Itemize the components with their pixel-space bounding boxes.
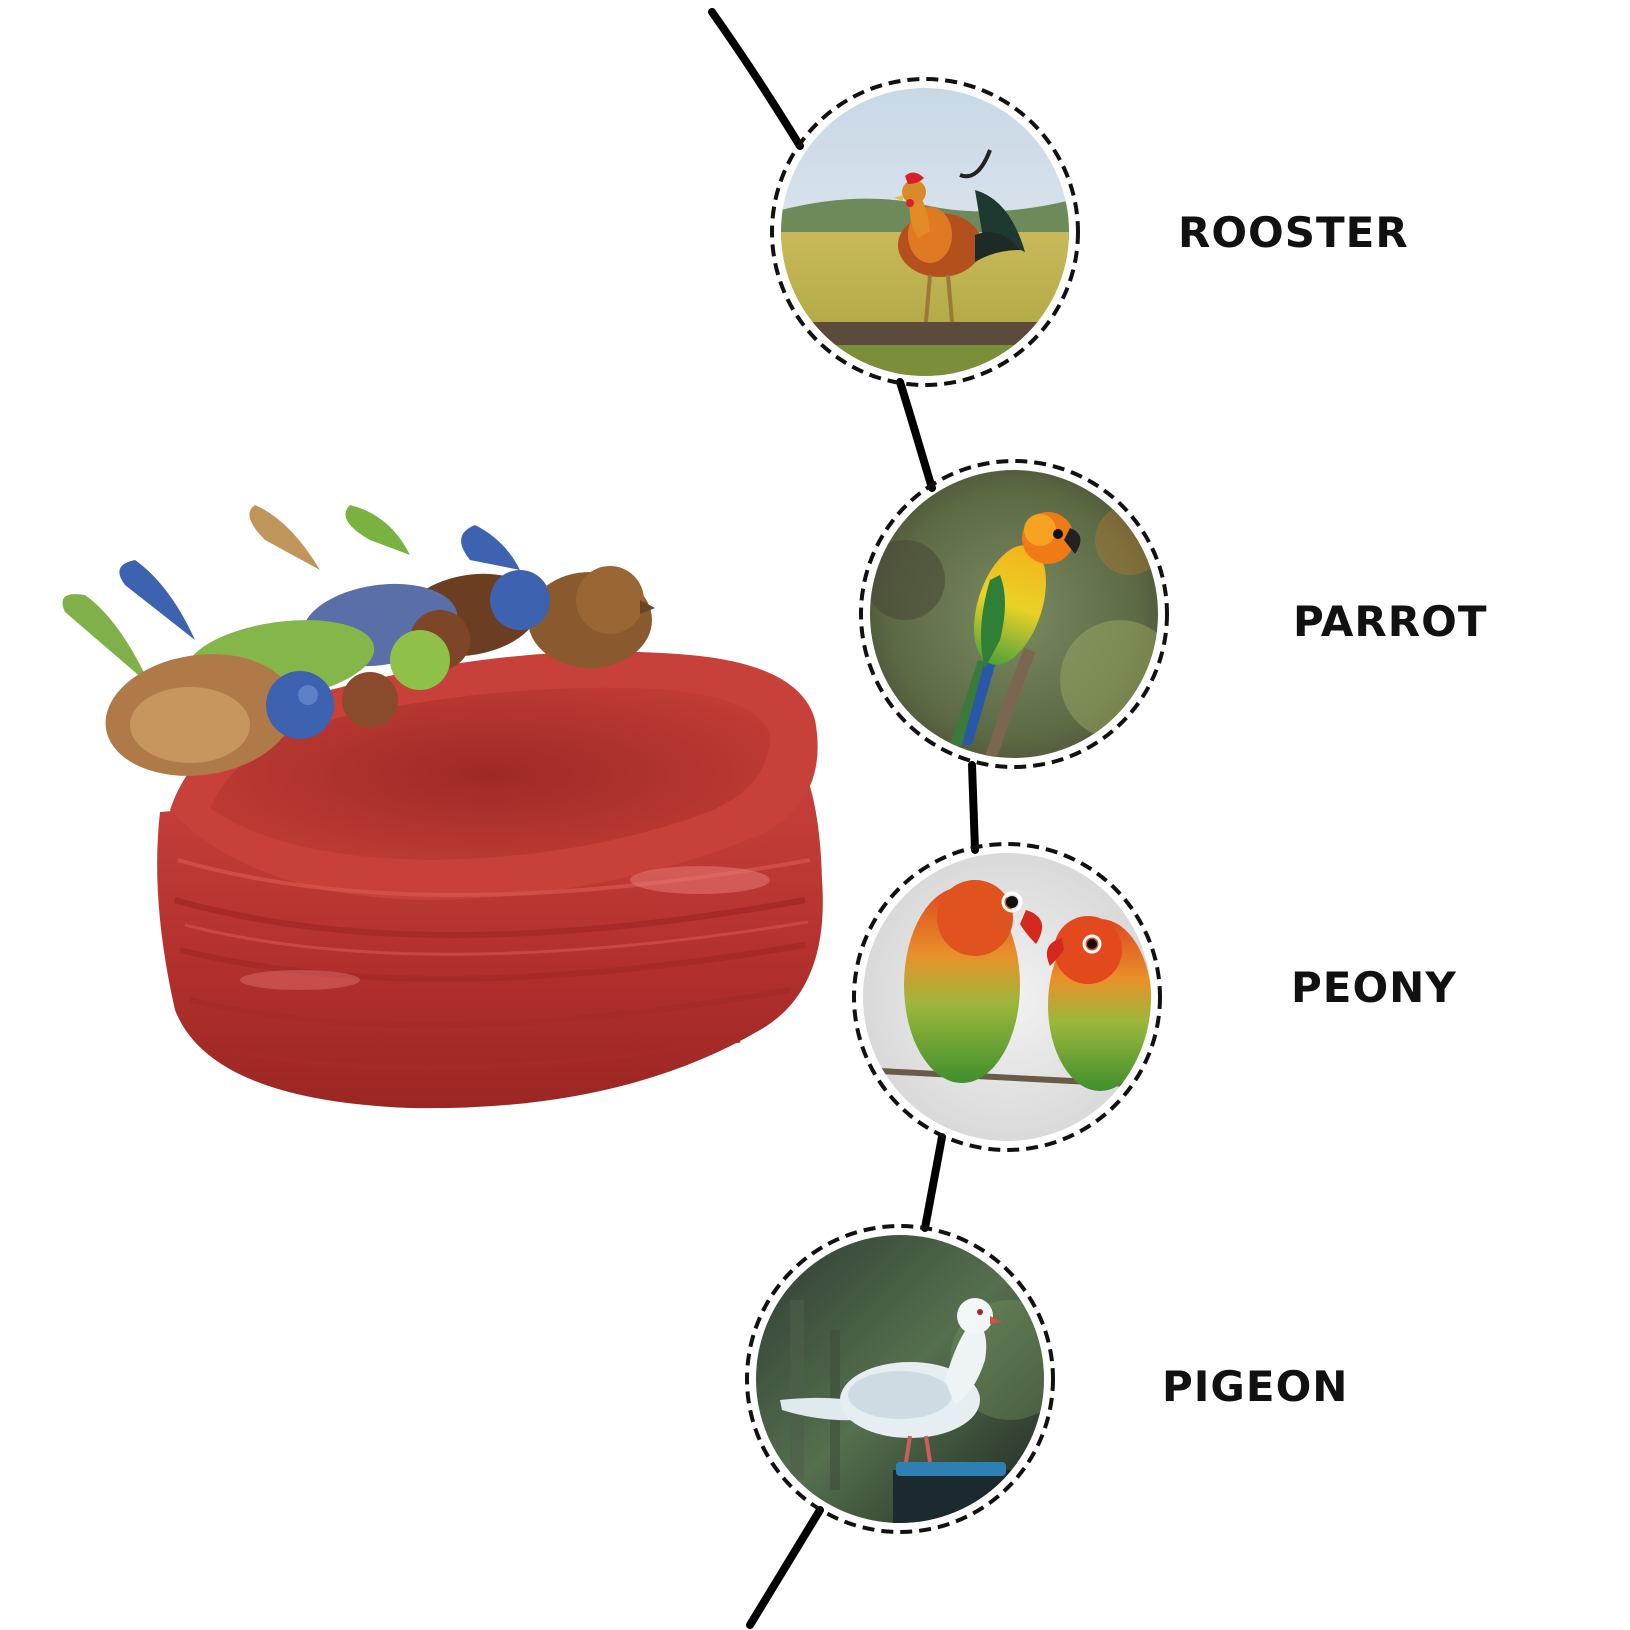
pigeon-photo [756,1235,1044,1523]
ceramic-bird [62,594,334,776]
label-pigeon: PIGEON [1162,1362,1349,1411]
lovebird-photo [863,853,1151,1141]
ceramic-bird-dish [62,505,823,1109]
rooster-photo [781,88,1069,376]
ceramic-bird [461,525,655,668]
ceramic-bird [119,560,450,728]
label-rooster: ROOSTER [1178,208,1409,257]
parrot-photo [870,470,1158,758]
parrot-frame [859,459,1169,769]
pigeon-frame [745,1224,1055,1534]
lovebird-frame [852,842,1162,1152]
label-parrot: PARROT [1293,597,1488,646]
rooster-frame [770,77,1080,387]
label-peony: PEONY [1291,963,1457,1012]
connector-line [708,8,979,1629]
